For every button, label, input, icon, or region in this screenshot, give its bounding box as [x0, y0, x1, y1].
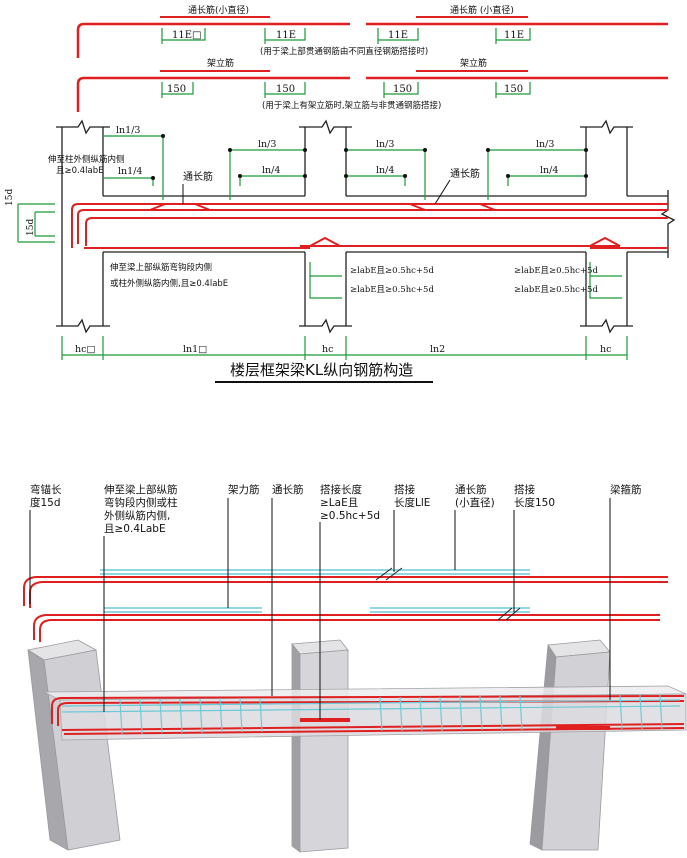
top-diagram: 通长筋(小直径) 通长筋 (小直径) 架立筋 架立筋 11E□ 11E 11E … [5, 4, 676, 383]
anchor-4: ≥labE且≥0.5hc+5d [514, 285, 598, 295]
lap-ticks [375, 567, 521, 621]
dim-ln2: ln2 [430, 344, 445, 355]
dim-ln1-3: ln1/3 [116, 125, 140, 136]
callout-3: 架力筋 [228, 483, 260, 496]
note-extend-outer-2: 且≥0.4labE [56, 166, 103, 176]
note-erect: (用于梁上有架立筋时,架立筋与非贯通钢筋搭接) [262, 100, 441, 111]
note-continuous: (用于梁上部贯通钢筋由不同直径钢筋搭接时) [260, 46, 428, 57]
lap-11e-1: 11E□ [172, 30, 201, 41]
note-bottom-1: 伸至梁上部纵筋弯钩段内侧 [110, 262, 212, 273]
callout-2-line4: 且≥0.4LabE [104, 523, 166, 535]
label-continuous-2: 通长筋 [450, 167, 480, 180]
callout-8-line1: 搭接 [514, 483, 535, 496]
callout-2-line2: 弯钩段内侧或柱 [104, 496, 178, 509]
diagram-title: 楼层框架梁KL纵向钢筋构造 [230, 361, 413, 379]
dim-15d-1: 15d [5, 189, 15, 206]
dim-ln4-b: ln/4 [376, 165, 394, 176]
dim-hc-1: hc□ [75, 344, 95, 355]
dim-hc-2: hc [322, 344, 333, 355]
concrete-columns [26, 639, 611, 853]
callout-1-line1: 弯锚长 [30, 483, 62, 496]
beam-internal-rebars [51, 695, 685, 735]
dim-ln3-c: ln/3 [536, 139, 554, 150]
callout-2-line1: 伸至梁上部纵筋 [104, 483, 178, 496]
lap-11e-2: 11E [276, 30, 296, 41]
bottom-dimension [61, 336, 628, 360]
rebar-top-left-label: 通长筋(小直径) [188, 4, 249, 16]
upper-rebars [23, 576, 668, 642]
callout-5-line3: ≥0.5hc+5d [320, 510, 380, 522]
dim-hc-3: hc [600, 344, 611, 355]
dimension-dots [151, 134, 588, 180]
lap-150-3: 150 [393, 84, 412, 95]
bottom-3d-diagram: 弯锚长 度15d 伸至梁上部纵筋 弯钩段内侧或柱 外侧纵筋内侧, 且≥0.4La… [23, 483, 687, 853]
callout-labels: 弯锚长 度15d 伸至梁上部纵筋 弯钩段内侧或柱 外侧纵筋内侧, 且≥0.4La… [30, 483, 642, 535]
anchor-1: ≥labE且≥0.5hc+5d [350, 266, 434, 276]
callout-7-line2: (小直径) [455, 496, 495, 509]
dim-15d-2: 15d [26, 219, 36, 236]
dim-ln3-b: ln/3 [376, 139, 394, 150]
callout-7-line1: 通长筋 [455, 483, 487, 496]
callout-5-line2: ≥LaE且 [320, 497, 358, 509]
upper-stirrup-lines [100, 569, 530, 613]
callout-6-line1: 搭接 [394, 483, 415, 496]
note-extend-outer-1: 伸至柱外侧纵筋内侧 [48, 154, 125, 165]
top-continuous-rebar [76, 22, 668, 112]
dim-ln3-a: ln/3 [258, 139, 276, 150]
erect-left-label: 架立筋 [207, 57, 234, 69]
beam-stirrups [61, 694, 681, 735]
callout-1-line2: 度15d [30, 496, 61, 509]
dim-ln1-4: ln1/4 [118, 166, 142, 177]
lap-150-1: 150 [167, 84, 186, 95]
lap-11e-4: 11E [504, 30, 524, 41]
anchor-2: ≥labE且≥0.5hc+5d [350, 285, 434, 295]
callout-8-line2: 长度150 [514, 496, 555, 509]
lap-150-2: 150 [276, 84, 295, 95]
beam-rebars [71, 203, 668, 249]
dim-ln4-a: ln/4 [262, 165, 280, 176]
callout-4: 通长筋 [272, 483, 304, 496]
dim-ln1: ln1□ [183, 344, 207, 355]
columns-outline [56, 119, 676, 334]
lap-11e-3: 11E [388, 30, 408, 41]
anchor-3: ≥labE且≥0.5hc+5d [514, 266, 598, 276]
rebar-top-right-label: 通长筋 (小直径) [450, 4, 514, 16]
callout-2-line3: 外侧纵筋内侧, [104, 509, 170, 522]
callout-leaders [29, 498, 611, 720]
lap-markers [161, 28, 531, 98]
label-continuous-1: 通长筋 [183, 170, 213, 183]
lap-150-4: 150 [504, 84, 523, 95]
callout-5-line1: 搭接长度 [320, 483, 362, 496]
rebar-header-lines [160, 16, 528, 72]
erect-right-label: 架立筋 [460, 57, 487, 69]
callout-6-line2: 长度LlE [394, 496, 430, 509]
callout-9: 梁箍筋 [610, 483, 642, 496]
dim-ln4-c: ln/4 [540, 165, 558, 176]
note-bottom-2: 或柱外侧纵筋内侧,且≥0.4labE [110, 278, 228, 289]
